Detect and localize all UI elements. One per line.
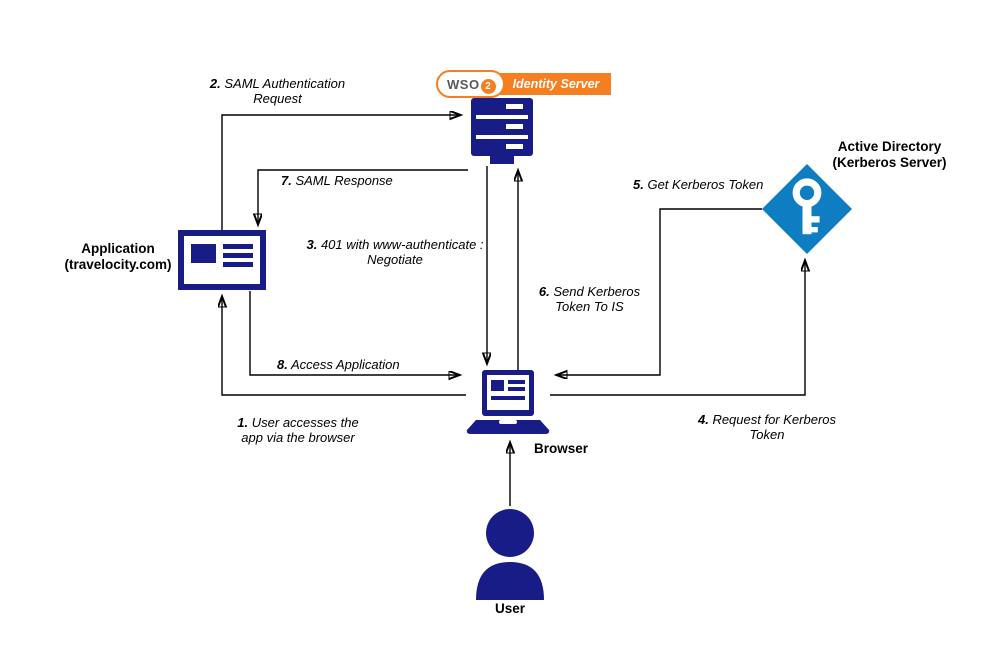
step-1-number: 1. xyxy=(237,415,249,430)
step-3-number: 3. xyxy=(306,237,318,252)
user-node xyxy=(468,508,552,600)
arrow-5-get-kerberos-token xyxy=(557,208,762,375)
step-6-label: 6. Send Kerberos Token To IS xyxy=(522,284,657,315)
arrow-4-request-kerberos-token xyxy=(550,261,805,396)
browser-label: Browser xyxy=(533,441,589,456)
step-1-label: 1. User accesses the app via the browser xyxy=(228,415,368,446)
application-label-line1: Application xyxy=(81,241,155,256)
wso2-logo: WSO 2 xyxy=(436,70,505,98)
identity-server-badge-label: Identity Server xyxy=(494,73,612,95)
arrow-7-saml-response xyxy=(258,169,468,224)
step-7-number: 7. xyxy=(281,173,292,188)
application-window-icon xyxy=(178,230,266,290)
active-directory-label-line2: (Kerberos Server) xyxy=(832,155,947,171)
identity-server-badge: WSO 2 Identity Server xyxy=(436,70,612,98)
step-2-text: SAML Authentication Request xyxy=(224,76,346,107)
step-8-label: 8. Access Application xyxy=(277,357,400,372)
application-label: Application (travelocity.com) xyxy=(43,241,193,273)
application-node xyxy=(178,230,266,290)
step-2-number: 2. xyxy=(209,76,221,91)
wso2-logo-2-icon: 2 xyxy=(480,79,496,94)
step-8-number: 8. xyxy=(277,357,288,372)
active-directory-node xyxy=(762,164,852,254)
arrow-2-saml-auth-request xyxy=(221,115,460,230)
step-8-text: Access Application xyxy=(290,357,400,372)
wso2-logo-text: WSO xyxy=(447,76,480,92)
step-5-number: 5. xyxy=(633,177,644,192)
step-4-label: 4. Request for Kerberos Token xyxy=(697,412,837,443)
step-7-label: 7. SAML Response xyxy=(281,173,393,188)
step-4-text: Request for Kerberos Token xyxy=(712,412,837,443)
step-4-number: 4. xyxy=(697,412,709,427)
step-2-label: 2. SAML Authentication Request xyxy=(205,76,350,107)
step-6-text: Send Kerberos Token To IS xyxy=(553,284,641,315)
application-label-line2: (travelocity.com) xyxy=(64,257,172,273)
user-label: User xyxy=(494,601,526,616)
step-1-text: User accesses the app via the browser xyxy=(241,415,359,446)
step-7-text: SAML Response xyxy=(295,173,393,188)
step-3-label: 3. 401 with www-authenticate : Negotiate xyxy=(305,237,485,268)
step-5-text: Get Kerberos Token xyxy=(647,177,764,192)
arrow-1-user-accesses-app xyxy=(222,297,466,396)
step-5-label: 5. Get Kerberos Token xyxy=(633,177,763,192)
step-6-number: 6. xyxy=(538,284,550,299)
browser-node xyxy=(466,370,550,436)
key-diamond-icon xyxy=(762,164,852,254)
active-directory-label: Active Directory (Kerberos Server) xyxy=(812,139,967,171)
person-icon xyxy=(476,509,544,600)
step-3-text: 401 with www-authenticate : Negotiate xyxy=(320,237,484,268)
laptop-icon xyxy=(466,370,550,434)
server-icon xyxy=(471,98,533,164)
active-directory-label-line1: Active Directory xyxy=(837,139,942,154)
arrow-8-access-application xyxy=(249,291,459,375)
identity-server-node xyxy=(468,98,536,164)
